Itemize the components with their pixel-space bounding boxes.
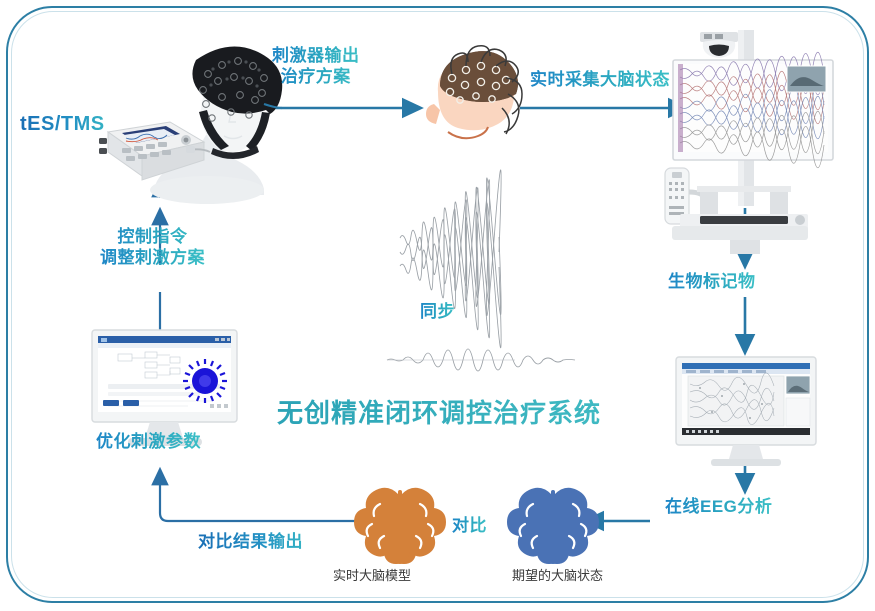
brain-target-icon	[507, 487, 599, 564]
label-control-command: 控制指令 调整刺激方案	[100, 227, 205, 267]
blue-activation-blob	[183, 359, 227, 403]
patient-illustration	[426, 44, 523, 140]
analysis-pc-monitor	[675, 356, 817, 466]
label-realtime-acquire: 实时采集大脑状态	[530, 70, 670, 89]
label-tes-tms: tES/TMS	[20, 113, 105, 135]
eeg-acquisition-cart	[664, 30, 834, 254]
label-optimize-params: 优化刺激参数	[96, 432, 201, 451]
label-stimulator-output: 刺激器输出 治疗方案	[272, 46, 360, 86]
label-sync: 同步	[420, 302, 455, 321]
brain-model-icon	[354, 487, 446, 564]
label-online-eeg-analysis: 在线EEG分析	[665, 497, 773, 516]
label-compare-result: 对比结果输出	[198, 532, 303, 551]
stimulator-device	[99, 121, 211, 181]
label-biomarker: 生物标记物	[668, 272, 756, 291]
eeg-head-mannequin	[150, 46, 283, 204]
diagram-title: 无创精准闭环调控治疗系统	[277, 398, 602, 428]
label-compare: 对比	[452, 516, 487, 535]
caption-brain-model: 实时大脑模型	[333, 568, 412, 583]
caption-brain-target: 期望的大脑状态	[512, 568, 604, 583]
optimize-pc-monitor	[91, 329, 238, 446]
burst-waveform	[386, 348, 576, 372]
